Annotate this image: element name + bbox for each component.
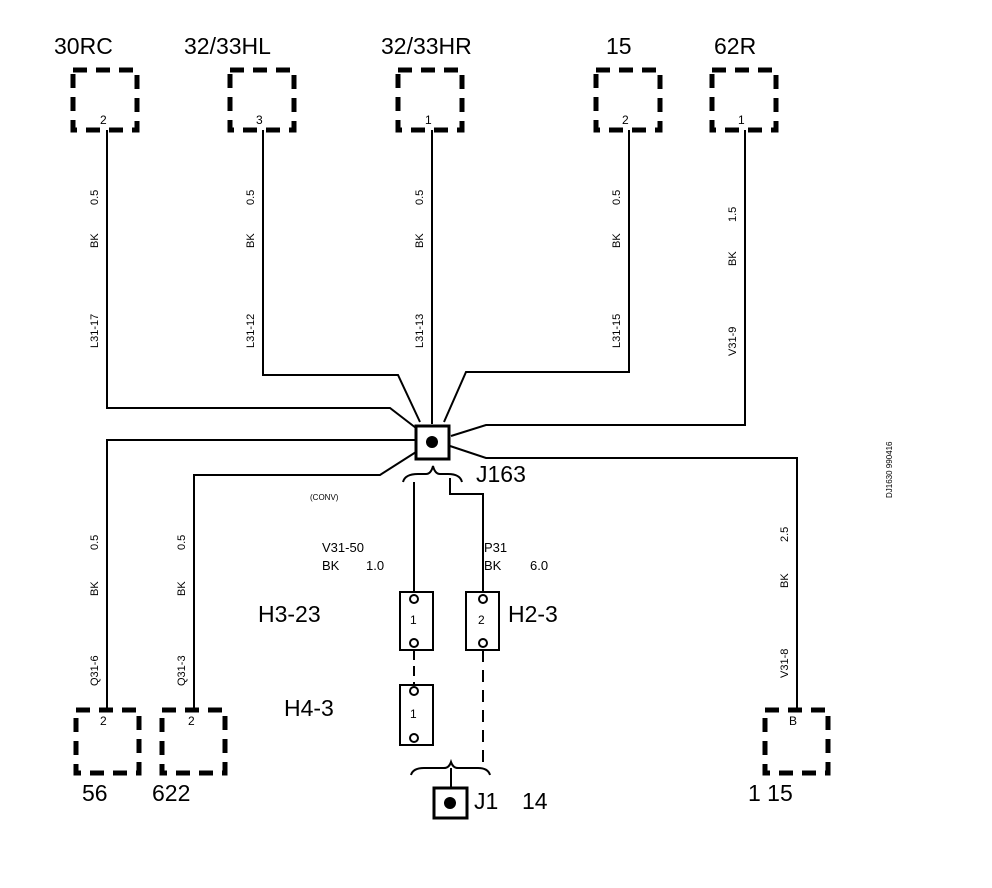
ground-brace: [410, 758, 491, 776]
connector-label: 622: [152, 780, 190, 806]
connector-pin: 1: [425, 113, 432, 127]
fuse-h2-3: 2 H2-3: [465, 591, 558, 651]
wire-color: BK: [176, 581, 188, 596]
connector-pin: 2: [100, 113, 107, 127]
wire-id: Q31-6: [89, 655, 101, 686]
wire-color: BK: [414, 233, 426, 248]
wire-l31-12: [262, 130, 421, 423]
connector-pin: 1: [738, 113, 745, 127]
wire-color: BK: [727, 251, 739, 266]
wire-color: BK: [322, 558, 340, 573]
wire-id: V31-8: [779, 649, 791, 678]
splice-label: J163: [476, 461, 526, 487]
connector-pin: 2: [188, 714, 195, 728]
connector-pin: 2: [622, 113, 629, 127]
wire-id: V31-50: [322, 540, 364, 555]
connector-label: 30RC: [54, 33, 113, 59]
wire-size: 6.0: [530, 558, 548, 573]
fuse-label: H4-3: [284, 695, 334, 721]
drawing-id: DJ1630 990416: [885, 441, 894, 498]
connector-pin: 3: [256, 113, 263, 127]
wire-size: 0.5: [89, 190, 101, 205]
wire-labels-bottom: 0.5 BK Q31-6 0.5 BK Q31-3 2.5 BK V31-8: [89, 527, 791, 686]
connector-30rc: 30RC 2: [54, 33, 140, 133]
center-wire-labels: V31-50 BK 1.0 P31 BK 6.0: [322, 540, 548, 573]
wire-id: L31-13: [414, 314, 426, 348]
connector-15: 15 2: [593, 33, 663, 133]
wire-q31-6: [106, 439, 415, 708]
connector-label: 15: [606, 33, 632, 59]
wire-labels-top: 0.5 BK L31-17 0.5 BK L31-12 0.5 BK L31-1…: [89, 190, 739, 356]
connector-56: 2 56: [73, 707, 142, 806]
wire-p31: [449, 478, 484, 592]
wire-v31-8: [449, 445, 798, 708]
wire-size: 0.5: [414, 190, 426, 205]
splice-note: (CONV): [310, 493, 339, 502]
wire-id: V31-9: [727, 327, 739, 356]
ground-number: 14: [522, 788, 548, 814]
wire-id: L31-15: [611, 314, 623, 348]
wire-size: 0.5: [611, 190, 623, 205]
connector-pin: B: [789, 714, 797, 728]
wire-size: 1.0: [366, 558, 384, 573]
wire-color: BK: [89, 233, 101, 248]
wire-id: L31-12: [245, 314, 257, 348]
wire-id: Q31-3: [176, 655, 188, 686]
fuse-pin: 2: [478, 613, 485, 627]
fuse-h3-23: 1 H3-23: [258, 591, 434, 651]
fuse-pin: 1: [410, 613, 417, 627]
wire-color: BK: [245, 233, 257, 248]
wire-size: 1.5: [727, 207, 739, 222]
wire-color: BK: [779, 573, 791, 588]
wire-id: L31-17: [89, 314, 101, 348]
wire-q31-3: [193, 451, 417, 708]
fuse-label: H2-3: [508, 601, 558, 627]
connector-1-15: B 1 15: [748, 707, 831, 806]
ground-label: J1: [474, 788, 498, 814]
wire-color: BK: [89, 581, 101, 596]
ground-j1: J1 14: [432, 786, 548, 820]
connector-62r: 62R 1: [709, 33, 779, 133]
wire-color: BK: [611, 233, 623, 248]
wire-size: 0.5: [176, 535, 188, 550]
connector-label: 56: [82, 780, 108, 806]
connector-32-33hl: 32/33HL 3: [184, 33, 297, 133]
wire-id: P31: [484, 540, 507, 555]
wire-color: BK: [484, 558, 502, 573]
connector-label: 32/33HR: [381, 33, 472, 59]
connector-32-33hr: 32/33HR 1: [381, 33, 472, 133]
connector-622: 2 622: [152, 707, 228, 806]
wire-size: 0.5: [245, 190, 257, 205]
wire-size: 2.5: [779, 527, 791, 542]
splice-j163: J163 (CONV): [310, 424, 526, 502]
wire-size: 0.5: [89, 535, 101, 550]
wire-v31-9: [450, 130, 746, 437]
fuse-label: H3-23: [258, 601, 321, 627]
connector-label: 32/33HL: [184, 33, 271, 59]
connector-pin: 2: [100, 714, 107, 728]
connector-label: 62R: [714, 33, 756, 59]
connector-label: 1 15: [748, 780, 793, 806]
wire-l31-17: [106, 130, 417, 429]
wire-l31-15: [443, 130, 630, 423]
fuse-h4-3: 1 H4-3: [284, 684, 434, 746]
fuse-pin: 1: [410, 707, 417, 721]
